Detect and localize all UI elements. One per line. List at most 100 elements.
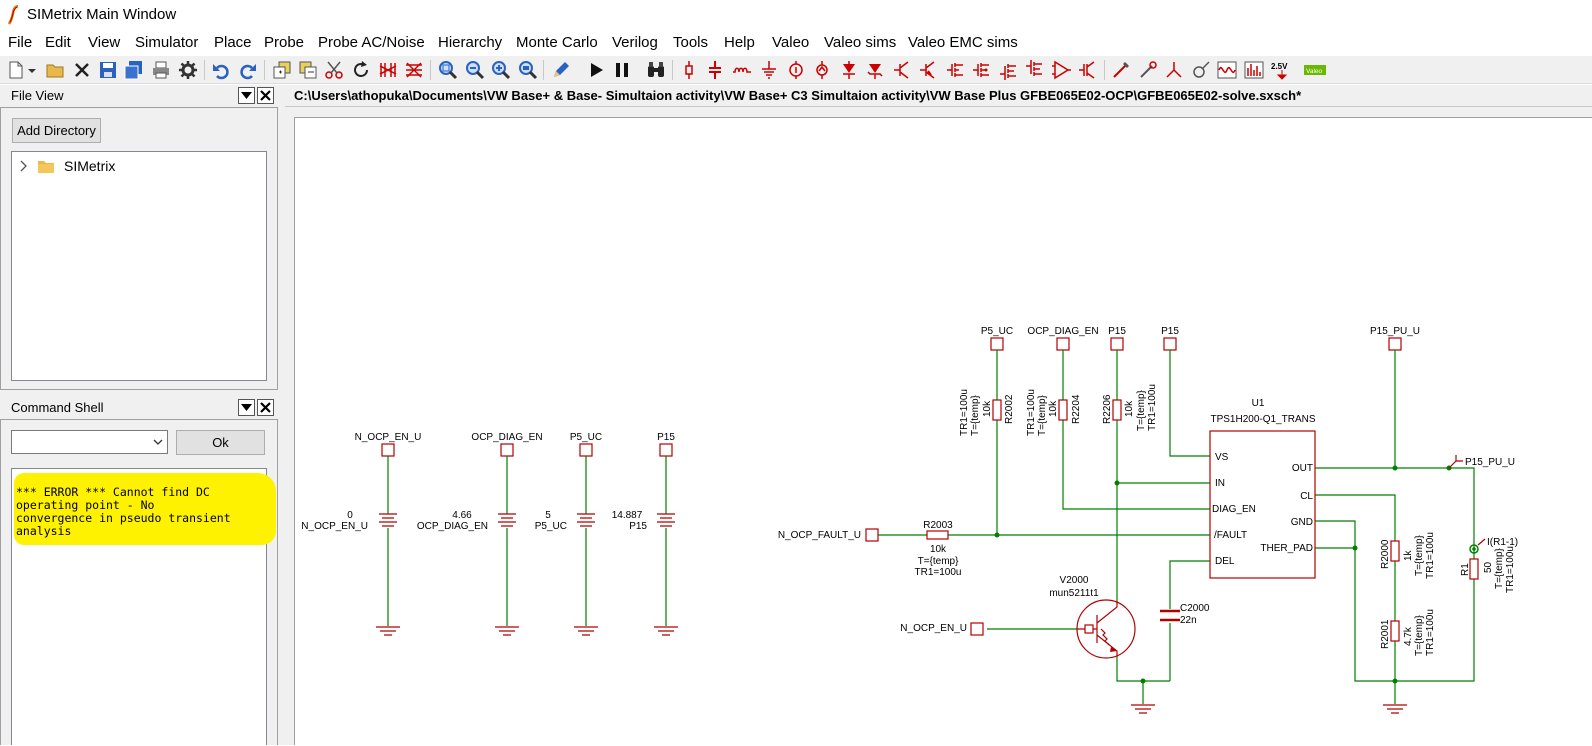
menu-probe-ac-noise[interactable]: Probe AC/Noise [318,34,425,51]
open-folder-icon[interactable] [44,59,66,81]
save-all-icon[interactable] [123,59,145,81]
pmos-4term-icon[interactable] [1023,59,1045,81]
pause-icon[interactable] [611,59,633,81]
cut-scissors-icon[interactable] [323,59,345,81]
source-ocp-diag-en[interactable]: OCP_DIAG_EN 4.66 OCP_DIAG_EN [417,432,543,636]
menu-valeo-sims[interactable]: Valeo sims [824,34,897,51]
npn-transistor-icon[interactable] [891,59,913,81]
resistor-r1[interactable]: R1 50 T={temp} TR1=100u [1460,546,1516,593]
dock-splitter[interactable] [280,85,285,745]
file-view-close-icon[interactable] [257,87,274,104]
file-tree[interactable]: SIMetrix [11,151,267,381]
capacitor-c2000[interactable]: C2000 22n [1160,603,1210,626]
run-play-icon[interactable] [585,59,607,81]
menu-valeo-emc-sims[interactable]: Valeo EMC sims [908,34,1018,51]
schematic-canvas[interactable]: N_OCP_EN_U 0 N_OCP_EN_U OCP_DIAG_EN 4.66… [294,117,1592,745]
diode-symbol-icon[interactable] [838,59,860,81]
resistor-r2204[interactable]: TR1=100u T={temp} 10k R2204 [1026,389,1082,436]
opamp-symbol-icon[interactable] [1050,59,1072,81]
delete-wires-icon[interactable] [403,59,425,81]
draw-wire-icon[interactable] [1110,59,1132,81]
hierarchy-push-icon[interactable] [271,59,293,81]
waveform-probe-icon[interactable] [1216,59,1238,81]
binoculars-icon[interactable] [645,59,667,81]
diff-probe-icon[interactable] [1190,59,1212,81]
chevron-down-icon[interactable] [153,439,163,446]
terminal-p5-uc[interactable]: P5_UC [981,326,1013,351]
menu-view[interactable]: View [88,34,121,51]
edit-pencil-icon[interactable] [550,59,572,81]
terminal-p15-b[interactable]: P15 [1161,326,1179,351]
expand-chevron-icon[interactable] [20,160,28,172]
command-input-combo[interactable] [11,430,168,454]
menu-help[interactable]: Help [724,34,755,51]
tree-item-simetrix[interactable]: SIMetrix [20,158,115,174]
settings-gear-icon[interactable] [177,59,199,81]
menu-place[interactable]: Place [214,34,252,51]
command-output[interactable]: *** ERROR *** Cannot find DC operating p… [11,468,276,745]
nmos-4term-icon[interactable] [997,59,1019,81]
redo-icon[interactable] [237,59,259,81]
terminal-box[interactable] [381,443,395,457]
inductor-symbol-icon[interactable] [731,59,753,81]
zoom-full-icon[interactable] [437,59,459,81]
igbt-symbol-icon[interactable] [1076,59,1098,81]
resistor-symbol-icon[interactable] [678,59,700,81]
resistor-r2003[interactable]: R2003 10k T={temp} TR1=100u [915,520,962,578]
rotate-icon[interactable] [350,59,372,81]
mirror-wires-icon[interactable] [377,59,399,81]
menu-simulator[interactable]: Simulator [135,34,199,51]
zoom-box-icon[interactable] [517,59,539,81]
command-shell-close-icon[interactable] [257,399,274,416]
current-probe-r1[interactable]: I(R1-1) [1469,537,1518,554]
source-n-ocp-en-u[interactable]: N_OCP_EN_U 0 N_OCP_EN_U [301,432,421,636]
pmos-icon[interactable] [970,59,992,81]
new-dropdown-icon[interactable] [26,59,38,81]
voltage-probe-icon[interactable] [1137,59,1159,81]
terminal-p15-pu-u[interactable]: P15_PU_U [1370,326,1420,351]
nmos-icon[interactable] [944,59,966,81]
resistor-r2000[interactable]: R2000 1k T={temp} TR1=100u [1380,532,1436,579]
menu-valeo[interactable]: Valeo [772,34,810,51]
capacitor-symbol-icon[interactable] [704,59,726,81]
schematic-drawing[interactable]: N_OCP_EN_U 0 N_OCP_EN_U OCP_DIAG_EN 4.66… [295,118,1592,746]
zener-diode-icon[interactable] [864,59,886,81]
close-icon[interactable] [71,59,93,81]
source-p5-uc[interactable]: P5_UC 5 P5_UC [535,432,602,636]
print-icon[interactable] [150,59,172,81]
file-view-menu-icon[interactable] [238,87,255,104]
terminal-n-ocp-fault-u[interactable]: N_OCP_FAULT_U [778,528,879,542]
terminal-ocp-diag-en[interactable]: OCP_DIAG_EN [1027,326,1099,351]
save-icon[interactable] [97,59,119,81]
voltage-probe-p15-pu-u[interactable]: P15_PU_U [1448,455,1515,469]
command-shell-menu-icon[interactable] [238,399,255,416]
resistor-r2206[interactable]: R2206 10k T={temp} TR1=100u [1102,384,1158,431]
current-source-icon[interactable] [811,59,833,81]
menu-verilog[interactable]: Verilog [612,34,658,51]
resistor-r2001[interactable]: R2001 4.7k T={temp} TR1=100u [1380,609,1436,656]
menu-monte-carlo[interactable]: Monte Carlo [516,34,598,51]
zoom-in-icon[interactable] [490,59,512,81]
current-probe-icon[interactable] [1163,59,1185,81]
source-p15[interactable]: P15 14.887 P15 [612,432,678,636]
schematic-file-path[interactable]: C:\Users\athopuka\Documents\VW Base+ & B… [294,88,1302,103]
ic-u1[interactable]: U1 TPS1H200-Q1_TRANS VS IN DIAG_EN /FAUL… [1209,398,1316,579]
menu-hierarchy[interactable]: Hierarchy [438,34,503,51]
ok-button[interactable]: Ok [176,430,265,455]
new-file-icon[interactable] [5,59,27,81]
voltage-source-icon[interactable] [785,59,807,81]
voltage-marker-icon[interactable]: 2.5V [1270,59,1294,81]
resistor-r2002[interactable]: TR1=100u T={temp} 10k R2002 [959,389,1015,436]
menu-edit[interactable]: Edit [45,34,71,51]
menu-probe[interactable]: Probe [264,34,305,51]
menu-tools[interactable]: Tools [673,34,709,51]
undo-icon[interactable] [210,59,232,81]
ground-symbol-icon[interactable] [758,59,780,81]
zoom-out-icon[interactable] [464,59,486,81]
terminal-p15-a[interactable]: P15 [1108,326,1126,351]
pnp-transistor-icon[interactable] [917,59,939,81]
valeo-logo-icon[interactable]: Valeo [1303,59,1327,81]
hierarchy-pop-icon[interactable] [297,59,319,81]
terminal-n-ocp-en-u[interactable]: N_OCP_EN_U [900,622,984,636]
fft-probe-icon[interactable] [1243,59,1265,81]
